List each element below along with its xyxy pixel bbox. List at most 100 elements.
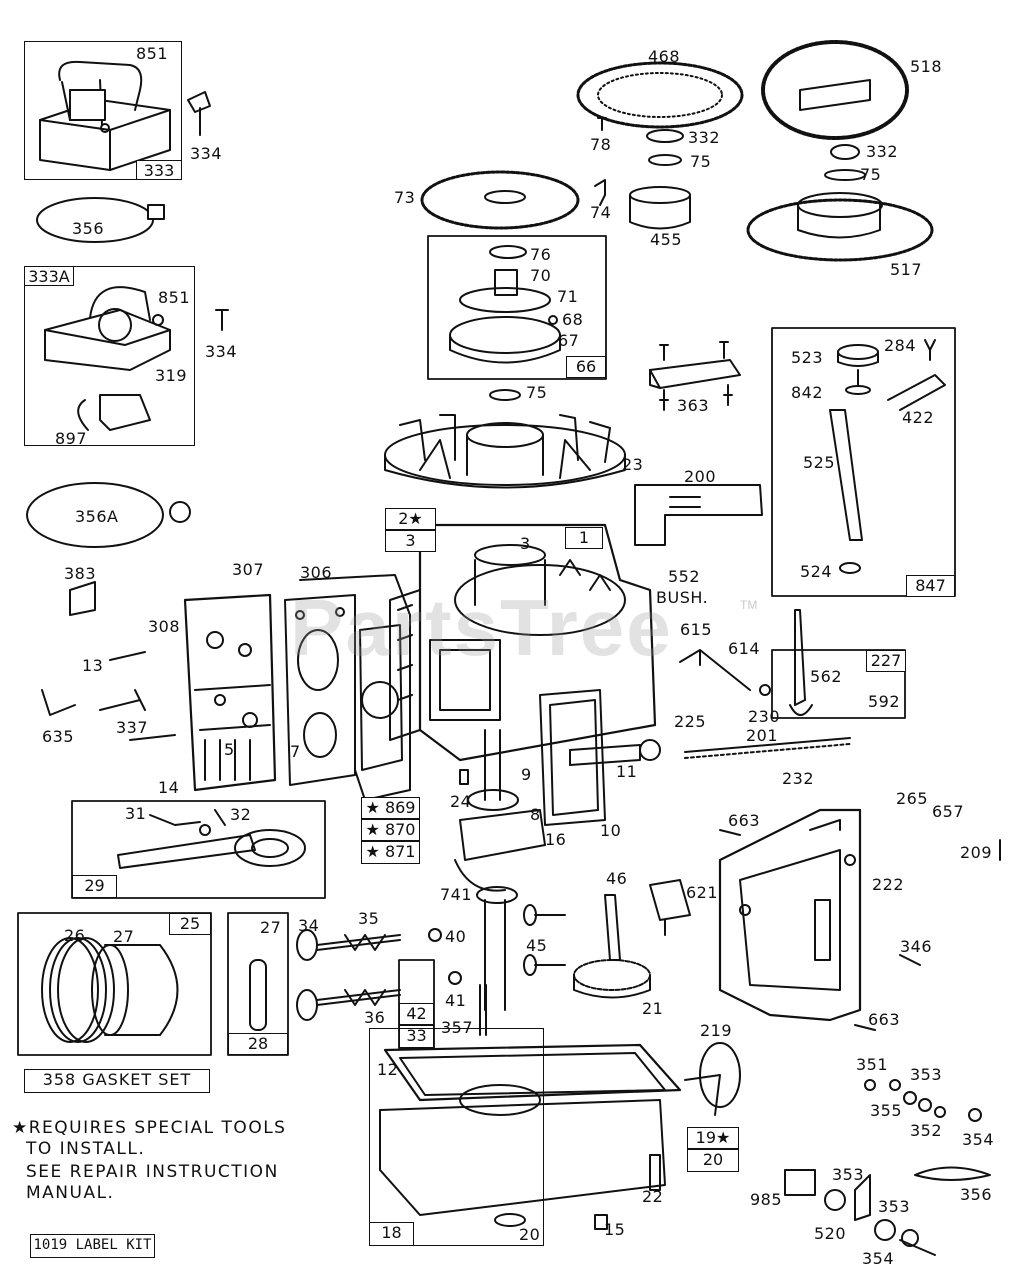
group-18-frame bbox=[369, 1028, 544, 1246]
part-label-524: 524 bbox=[800, 562, 833, 581]
group-66-tag: 66 bbox=[566, 356, 606, 378]
part-label-27: 27 bbox=[260, 918, 282, 937]
part-label-209: 209 bbox=[960, 843, 993, 862]
part-label-34: 34 bbox=[298, 916, 320, 935]
part-label-319: 319 bbox=[155, 366, 188, 385]
part-label-74: 74 bbox=[590, 203, 612, 222]
part-label-15: 15 bbox=[604, 1220, 626, 1239]
part-label-26: 26 bbox=[64, 926, 86, 945]
part-label-76: 76 bbox=[530, 245, 552, 264]
part-label-354: 354 bbox=[962, 1130, 995, 1149]
part-356-right-drawing bbox=[914, 1166, 991, 1181]
part-label-219: 219 bbox=[700, 1021, 733, 1040]
part-label-851: 851 bbox=[158, 288, 191, 307]
part-label-621: 621 bbox=[686, 883, 719, 902]
part-label-bush: BUSH. bbox=[656, 588, 709, 607]
part-label-614: 614 bbox=[728, 639, 761, 658]
part-label-356: 356 bbox=[960, 1185, 993, 1204]
ignition-armature-333A-drawing bbox=[44, 286, 171, 431]
group-18-tag: 18 bbox=[369, 1222, 414, 1246]
part-label-20: 20 bbox=[519, 1225, 541, 1244]
part-label-16: 16 bbox=[545, 830, 567, 849]
part-label-332: 332 bbox=[866, 142, 899, 161]
group-333A-tag: 333A bbox=[24, 266, 74, 286]
part-label-552: 552 bbox=[668, 567, 701, 586]
part-label-523: 523 bbox=[791, 348, 824, 367]
connecting-rod-29-drawing bbox=[117, 814, 306, 869]
part-label-353: 353 bbox=[878, 1197, 911, 1216]
part-label-422: 422 bbox=[902, 408, 935, 427]
part-label-78: 78 bbox=[590, 135, 612, 154]
part-label-520: 520 bbox=[814, 1224, 847, 1243]
part-label-9: 9 bbox=[521, 765, 532, 784]
part-label-13: 13 bbox=[82, 656, 104, 675]
label-kit-box: 1019 LABEL KIT bbox=[30, 1234, 155, 1258]
part-label-525: 525 bbox=[803, 453, 836, 472]
part-label-36: 36 bbox=[364, 1008, 386, 1027]
part-label-11: 11 bbox=[616, 762, 638, 781]
starter-clutch-66-drawing bbox=[449, 245, 561, 364]
piston-25-frame bbox=[17, 912, 212, 1056]
governor-621-drawing bbox=[649, 879, 691, 936]
part-label-232: 232 bbox=[782, 769, 815, 788]
part-219-drawing bbox=[684, 1042, 741, 1116]
part-label-32: 32 bbox=[230, 805, 252, 824]
gasket-set-box: 358 GASKET SET bbox=[24, 1069, 210, 1093]
part-label-24: 24 bbox=[450, 792, 472, 811]
part-label-40: 40 bbox=[445, 927, 467, 946]
part-label-851: 851 bbox=[136, 44, 169, 63]
group-333-tag: 333 bbox=[136, 160, 182, 180]
washers-332-75-drawing bbox=[597, 117, 866, 181]
part-label-225: 225 bbox=[674, 712, 707, 731]
part-label-842: 842 bbox=[791, 383, 824, 402]
part-label-517: 517 bbox=[890, 260, 923, 279]
part-label-562: 562 bbox=[810, 667, 843, 686]
part-label-355: 355 bbox=[870, 1101, 903, 1120]
part-label-615: 615 bbox=[680, 620, 713, 639]
part-label-23: 23 bbox=[622, 455, 644, 474]
part-label-68: 68 bbox=[562, 310, 584, 329]
screen-517-drawing bbox=[746, 192, 934, 262]
note-line-3: SEE REPAIR INSTRUCTION bbox=[26, 1162, 279, 1182]
governor-links-drawing bbox=[679, 649, 851, 759]
part-label-985: 985 bbox=[750, 1190, 783, 1209]
part-label-332: 332 bbox=[688, 128, 721, 147]
ground-wire-356A-drawing bbox=[26, 482, 191, 548]
head-gasket-7-drawing bbox=[284, 594, 356, 786]
part-label-352: 352 bbox=[910, 1121, 943, 1140]
valves-34-36-drawing bbox=[296, 928, 487, 1036]
group-3-tag: 3 bbox=[385, 530, 436, 552]
group-33-tag: 33 bbox=[399, 1025, 434, 1048]
part-label-75: 75 bbox=[860, 165, 882, 184]
starter-clutch-66-frame bbox=[427, 235, 607, 380]
ignition-armature-333-drawing bbox=[39, 60, 171, 171]
piston-25-drawing bbox=[41, 937, 179, 1043]
part-label-592: 592 bbox=[868, 692, 901, 711]
dipstick-847-drawing bbox=[829, 339, 946, 574]
control-bracket-222-drawing bbox=[718, 808, 862, 1022]
cylinder-head-gasket-306-drawing bbox=[299, 574, 411, 801]
group-28-tag: 28 bbox=[228, 1033, 288, 1055]
part-label-265: 265 bbox=[896, 789, 929, 808]
group-25-tag: 25 bbox=[169, 913, 211, 935]
part-label-356A: 356A bbox=[75, 507, 119, 526]
part-label-657: 657 bbox=[932, 802, 965, 821]
group-333A-frame bbox=[24, 266, 195, 446]
part-label-663: 663 bbox=[728, 811, 761, 830]
group-869-tag: ★ 869 bbox=[361, 797, 420, 819]
guard-200-drawing bbox=[634, 484, 763, 546]
group-227-tag: 227 bbox=[866, 650, 906, 672]
group-1-tag: 1 bbox=[565, 527, 603, 549]
rotating-screen-73-drawing bbox=[420, 170, 580, 230]
camshaft-46-drawing bbox=[523, 894, 651, 999]
group-20-tag: 20 bbox=[687, 1149, 739, 1172]
control-227-frame bbox=[771, 649, 906, 719]
part-label-22: 22 bbox=[642, 1187, 664, 1206]
part-label-308: 308 bbox=[148, 617, 181, 636]
part-label-897: 897 bbox=[55, 429, 88, 448]
part-label-8: 8 bbox=[530, 805, 541, 824]
wrist-pin-28-drawing bbox=[249, 959, 267, 1031]
ground-wire-356-drawing bbox=[36, 197, 165, 243]
part-label-35: 35 bbox=[358, 909, 380, 928]
